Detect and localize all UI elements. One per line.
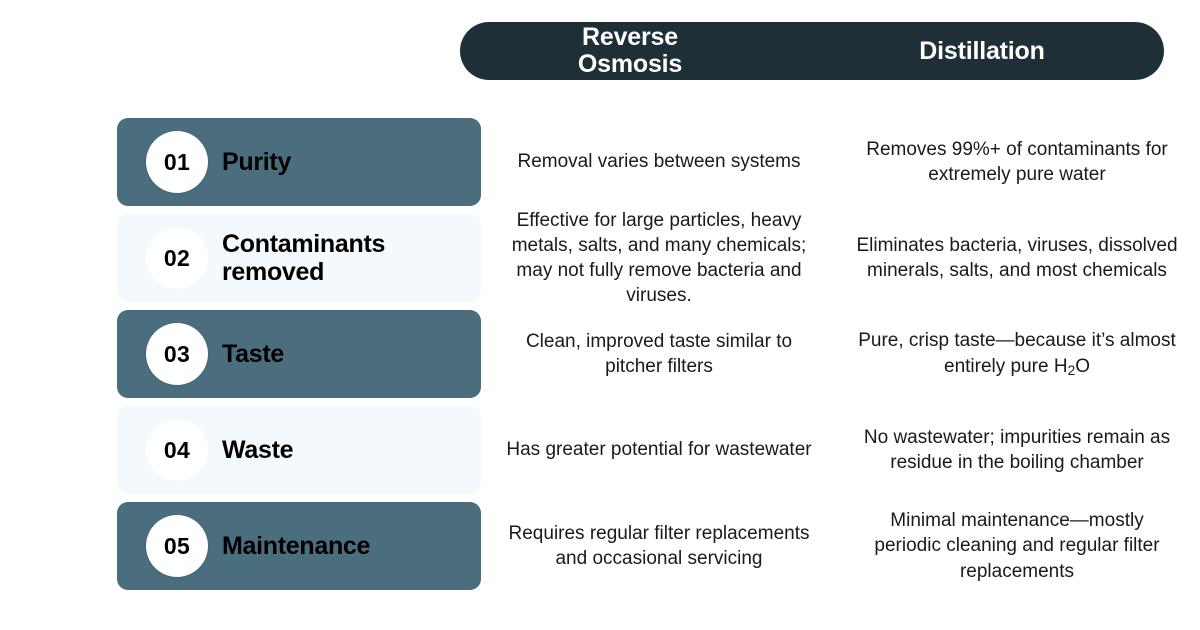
row-label-purity: 01 Purity (117, 118, 481, 206)
cell-text: Requires regular filter replacements and… (508, 522, 810, 569)
formula-suffix: O (1075, 355, 1090, 377)
table-row: 02 Contaminants removed Effective for la… (0, 210, 1200, 306)
table-row: 05 Maintenance Requires regular filter r… (0, 502, 1200, 590)
row-title: Waste (222, 436, 294, 464)
cell-text: Minimal maintenance—mostly periodic clea… (874, 510, 1160, 582)
row-title: Purity (222, 148, 292, 176)
cell-reverse-osmosis: Removal varies between systems (495, 118, 823, 206)
row-label-maintenance: 05 Maintenance (117, 502, 481, 590)
row-title: Contaminants removed (222, 230, 386, 286)
cell-reverse-osmosis: Effective for large particles, heavy met… (495, 210, 823, 306)
formula-prefix: Pure, crisp taste—because it’s almost en… (858, 330, 1176, 377)
cell-distillation: Minimal maintenance—mostly periodic clea… (852, 502, 1182, 590)
row-number-badge: 05 (146, 515, 208, 577)
table-row: 01 Purity Removal varies between systems… (0, 118, 1200, 206)
table-header-bar: Reverse Osmosis Distillation (460, 22, 1164, 80)
cell-reverse-osmosis: Requires regular filter replacements and… (495, 502, 823, 590)
formula-subscript: 2 (1067, 362, 1076, 378)
cell-distillation: Removes 99%+ of contaminants for extreme… (852, 118, 1182, 206)
cell-text: Clean, improved taste similar to pitcher… (525, 330, 793, 377)
cell-text: No wastewater; impurities remain as resi… (863, 426, 1171, 473)
cell-text: Has greater potential for wastewater (506, 439, 812, 461)
cell-reverse-osmosis: Has greater potential for wastewater (495, 406, 823, 494)
row-number-badge: 04 (146, 419, 208, 481)
cell-reverse-osmosis: Clean, improved taste similar to pitcher… (495, 310, 823, 398)
column-header-distillation: Distillation (919, 36, 1045, 65)
cell-distillation: Pure, crisp taste—because it’s almost en… (852, 310, 1182, 398)
table-row: 04 Waste Has greater potential for waste… (0, 406, 1200, 494)
table-body: 01 Purity Removal varies between systems… (0, 118, 1200, 598)
cell-distillation: No wastewater; impurities remain as resi… (852, 406, 1182, 494)
table-row: 03 Taste Clean, improved taste similar t… (0, 310, 1200, 398)
cell-text: Removal varies between systems (517, 151, 801, 173)
row-number-badge: 01 (146, 131, 208, 193)
row-number-badge: 03 (146, 323, 208, 385)
row-number-badge: 02 (146, 227, 208, 289)
cell-text: Effective for large particles, heavy met… (511, 209, 807, 307)
row-label-waste: 04 Waste (117, 406, 481, 494)
row-title: Maintenance (222, 532, 371, 560)
column-header-reverse-osmosis: Reverse Osmosis (577, 23, 683, 78)
row-label-contaminants-removed: 02 Contaminants removed (117, 214, 481, 302)
cell-distillation: Eliminates bacteria, viruses, dissolved … (852, 214, 1182, 302)
cell-text: Removes 99%+ of contaminants for extreme… (866, 138, 1168, 185)
cell-text: Eliminates bacteria, viruses, dissolved … (856, 234, 1178, 281)
cell-text-formula: Pure, crisp taste—because it’s almost en… (856, 328, 1178, 379)
row-title: Taste (222, 340, 284, 368)
row-label-taste: 03 Taste (117, 310, 481, 398)
